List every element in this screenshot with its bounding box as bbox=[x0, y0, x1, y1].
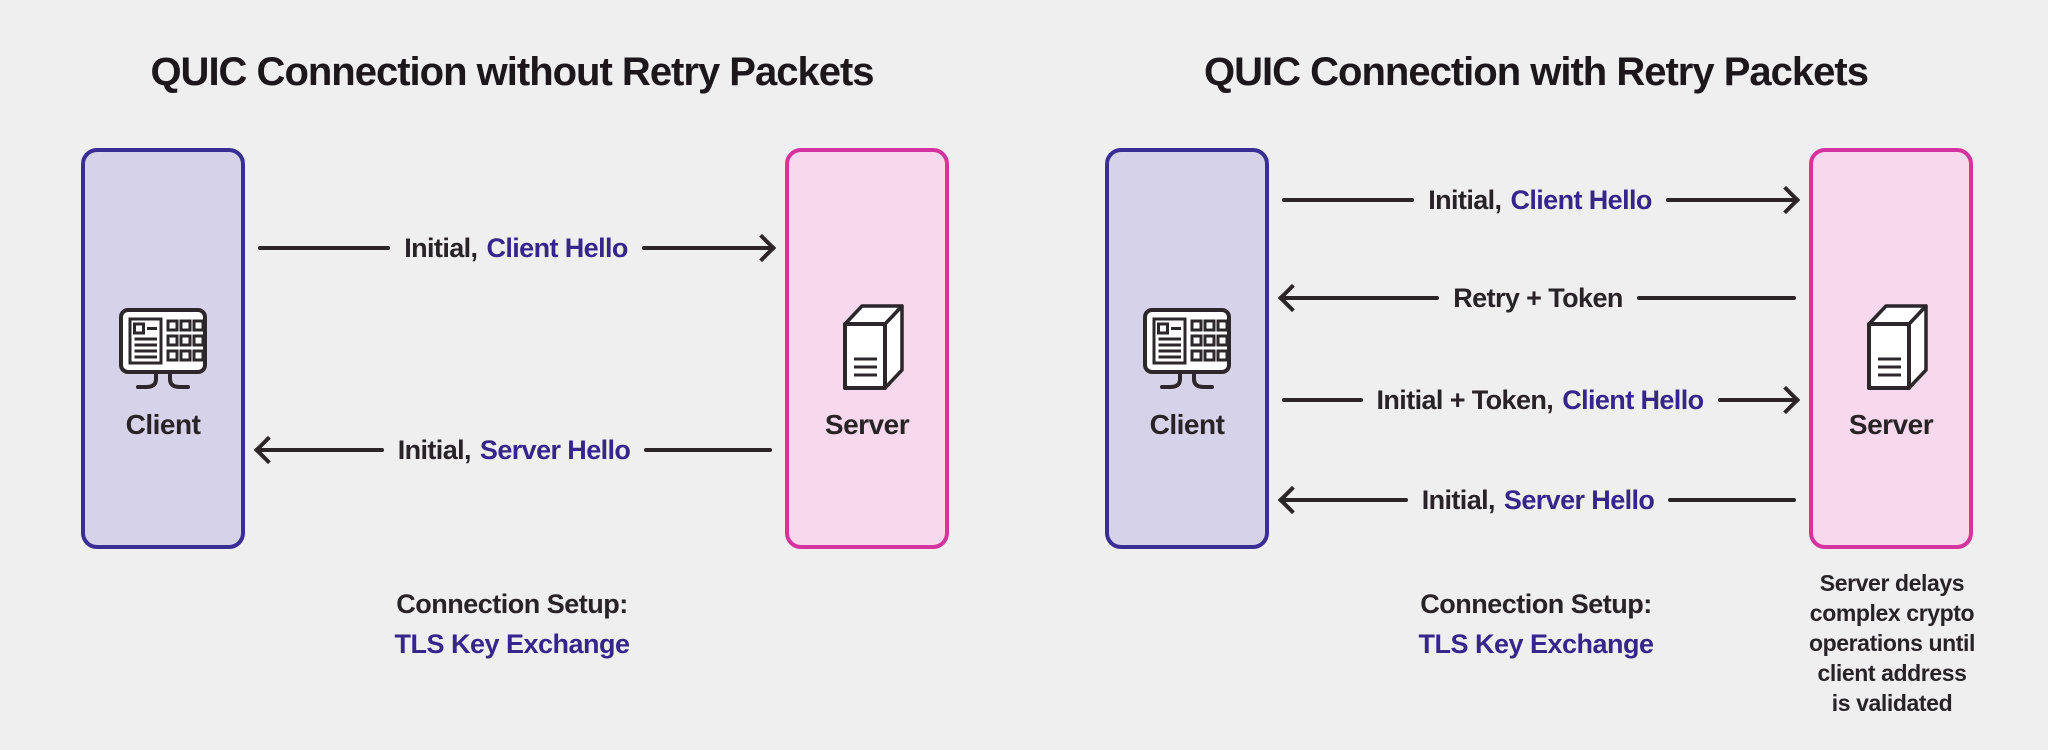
server-label: Server bbox=[824, 409, 910, 440]
server-note: Server delays complex crypto operations … bbox=[1808, 570, 1976, 716]
server-label: Server bbox=[1848, 409, 1934, 440]
message-label: Initial, Client Hello bbox=[1428, 184, 1652, 215]
client-monitor-icon bbox=[118, 307, 208, 393]
message-initial-server-hello: Initial, Server Hello bbox=[1277, 478, 1797, 522]
client-label: Client bbox=[1149, 409, 1225, 440]
arrow-line bbox=[1282, 398, 1363, 402]
arrow-line bbox=[1668, 498, 1797, 502]
arrow-line bbox=[644, 448, 773, 452]
diagram-with-retry: QUIC Connection with Retry Packets bbox=[1024, 0, 2048, 750]
arrow-line bbox=[258, 246, 391, 250]
arrowhead-right-icon bbox=[1771, 385, 1801, 415]
diagram-title: QUIC Connection without Retry Packets bbox=[150, 50, 874, 94]
message-initial-token-client-hello: Initial + Token, Client Hello bbox=[1282, 378, 1801, 422]
message-label: Retry + Token bbox=[1453, 282, 1623, 313]
arrow-line bbox=[1665, 198, 1799, 202]
arrowhead-right-icon bbox=[1771, 185, 1801, 215]
arrowhead-left-icon bbox=[253, 435, 283, 465]
arrow-line bbox=[1280, 498, 1408, 502]
message-label: Initial, Server Hello bbox=[1421, 484, 1655, 515]
message-initial-client-hello: Initial, Client Hello bbox=[258, 226, 777, 270]
arrow-line bbox=[641, 246, 775, 250]
arrow-line bbox=[1280, 296, 1440, 300]
message-initial-client-hello: Initial, Client Hello bbox=[1282, 178, 1801, 222]
arrowhead-left-icon bbox=[1277, 485, 1307, 515]
message-label: Initial + Token, Client Hello bbox=[1376, 384, 1705, 415]
message-label: Initial, Client Hello bbox=[404, 232, 628, 263]
client-node: Client bbox=[1105, 148, 1269, 549]
server-tower-icon bbox=[828, 301, 906, 393]
arrow-line bbox=[1717, 398, 1799, 402]
connection-setup-caption: Connection Setup: TLS Key Exchange bbox=[1418, 589, 1654, 659]
client-monitor-icon bbox=[1142, 307, 1232, 393]
server-node: Server bbox=[785, 148, 949, 549]
arrow-line bbox=[1282, 198, 1415, 202]
arrowhead-left-icon bbox=[1277, 283, 1307, 313]
message-initial-server-hello: Initial, Server Hello bbox=[253, 428, 773, 472]
server-tower-icon bbox=[1852, 301, 1930, 393]
diagram-without-retry: QUIC Connection without Retry Packets bbox=[81, 50, 949, 659]
diagram-title: QUIC Connection with Retry Packets bbox=[1204, 50, 1869, 94]
arrow-line bbox=[1636, 296, 1797, 300]
connection-setup-caption: Connection Setup: TLS Key Exchange bbox=[394, 589, 630, 659]
client-node: Client bbox=[81, 148, 245, 549]
arrow-line bbox=[256, 448, 384, 452]
message-label: Initial, Server Hello bbox=[397, 434, 631, 465]
client-label: Client bbox=[125, 409, 201, 440]
message-retry-token: Retry + Token bbox=[1277, 276, 1797, 320]
server-node: Server bbox=[1809, 148, 1973, 549]
arrowhead-right-icon bbox=[747, 233, 777, 263]
